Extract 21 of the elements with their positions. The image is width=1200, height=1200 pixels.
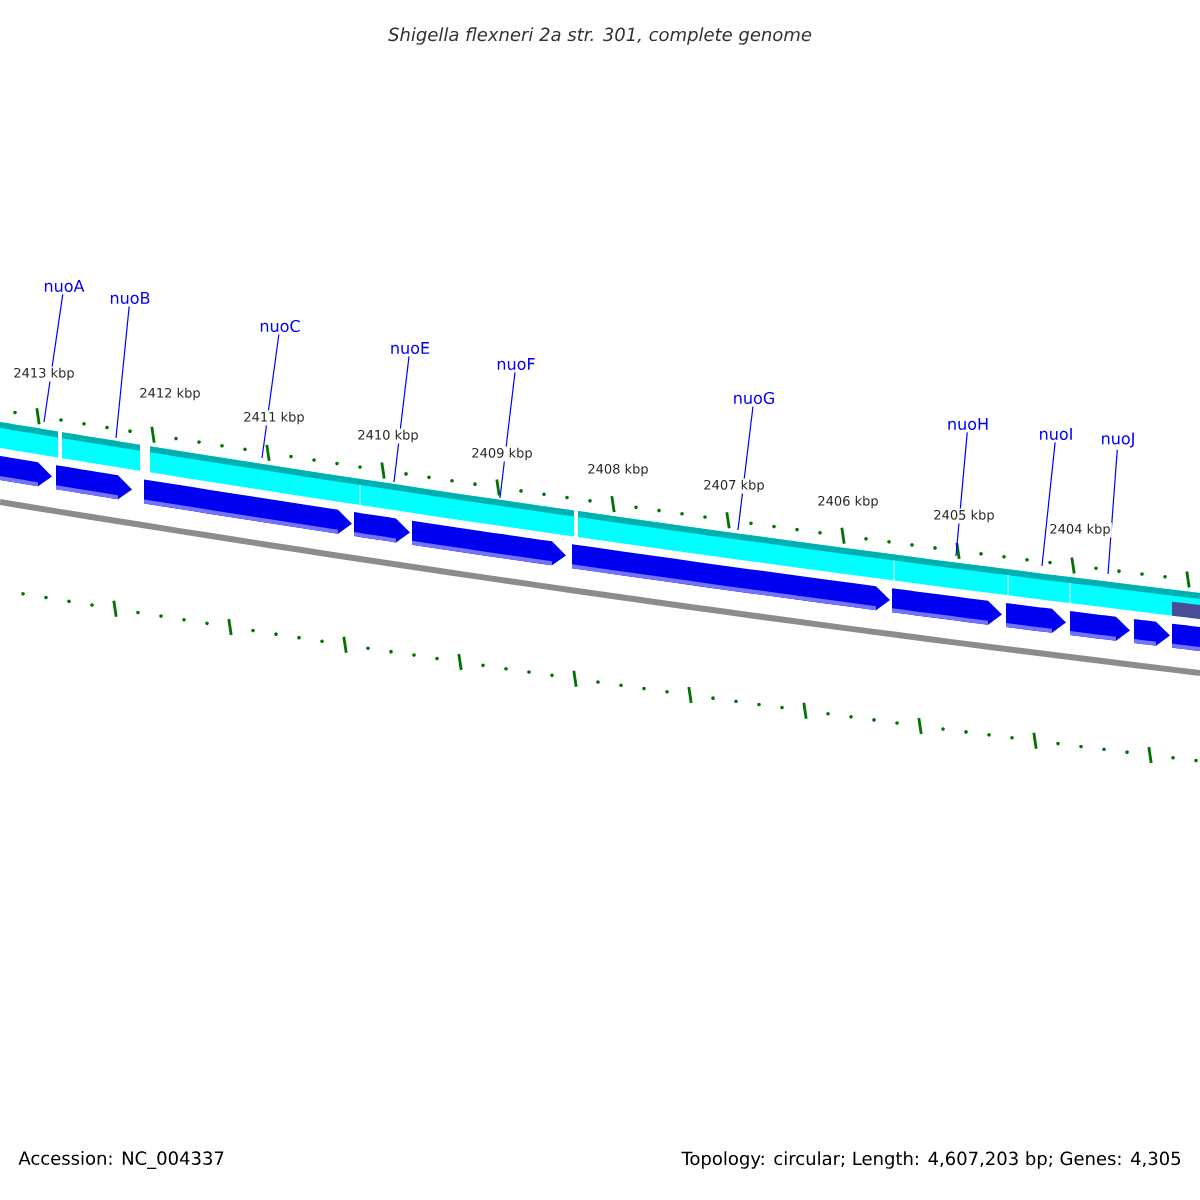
leader-line	[1041, 441, 1056, 567]
gene-label: nuoH	[948, 418, 988, 430]
gene-label: nuoJ	[1102, 432, 1134, 448]
gene-label: nuoB	[110, 292, 150, 304]
gene-label: nuoI	[1040, 428, 1072, 440]
accession-text: Accession: NC_004337	[18, 1151, 224, 1169]
title: Shigella flexneri 2a str. 301, complete genome	[388, 27, 812, 45]
gene-label: nuoC	[260, 319, 300, 333]
leader-line	[115, 305, 130, 439]
gene-label: nuoG	[734, 391, 774, 405]
leader-line	[499, 371, 516, 499]
gene-label: nuoF	[497, 358, 535, 370]
leader-line	[1107, 449, 1118, 575]
leader-line	[737, 405, 754, 531]
gene-label: nuoE	[391, 342, 430, 354]
genome-info-text: Topology: circular; Length: 4,607,203 bp; Genes: 4,305	[681, 1151, 1181, 1169]
leader-line	[261, 333, 280, 459]
gene-label: nuoA	[44, 280, 85, 292]
leader-line	[43, 293, 64, 423]
leader-line	[393, 355, 410, 483]
leader-line	[955, 431, 968, 557]
